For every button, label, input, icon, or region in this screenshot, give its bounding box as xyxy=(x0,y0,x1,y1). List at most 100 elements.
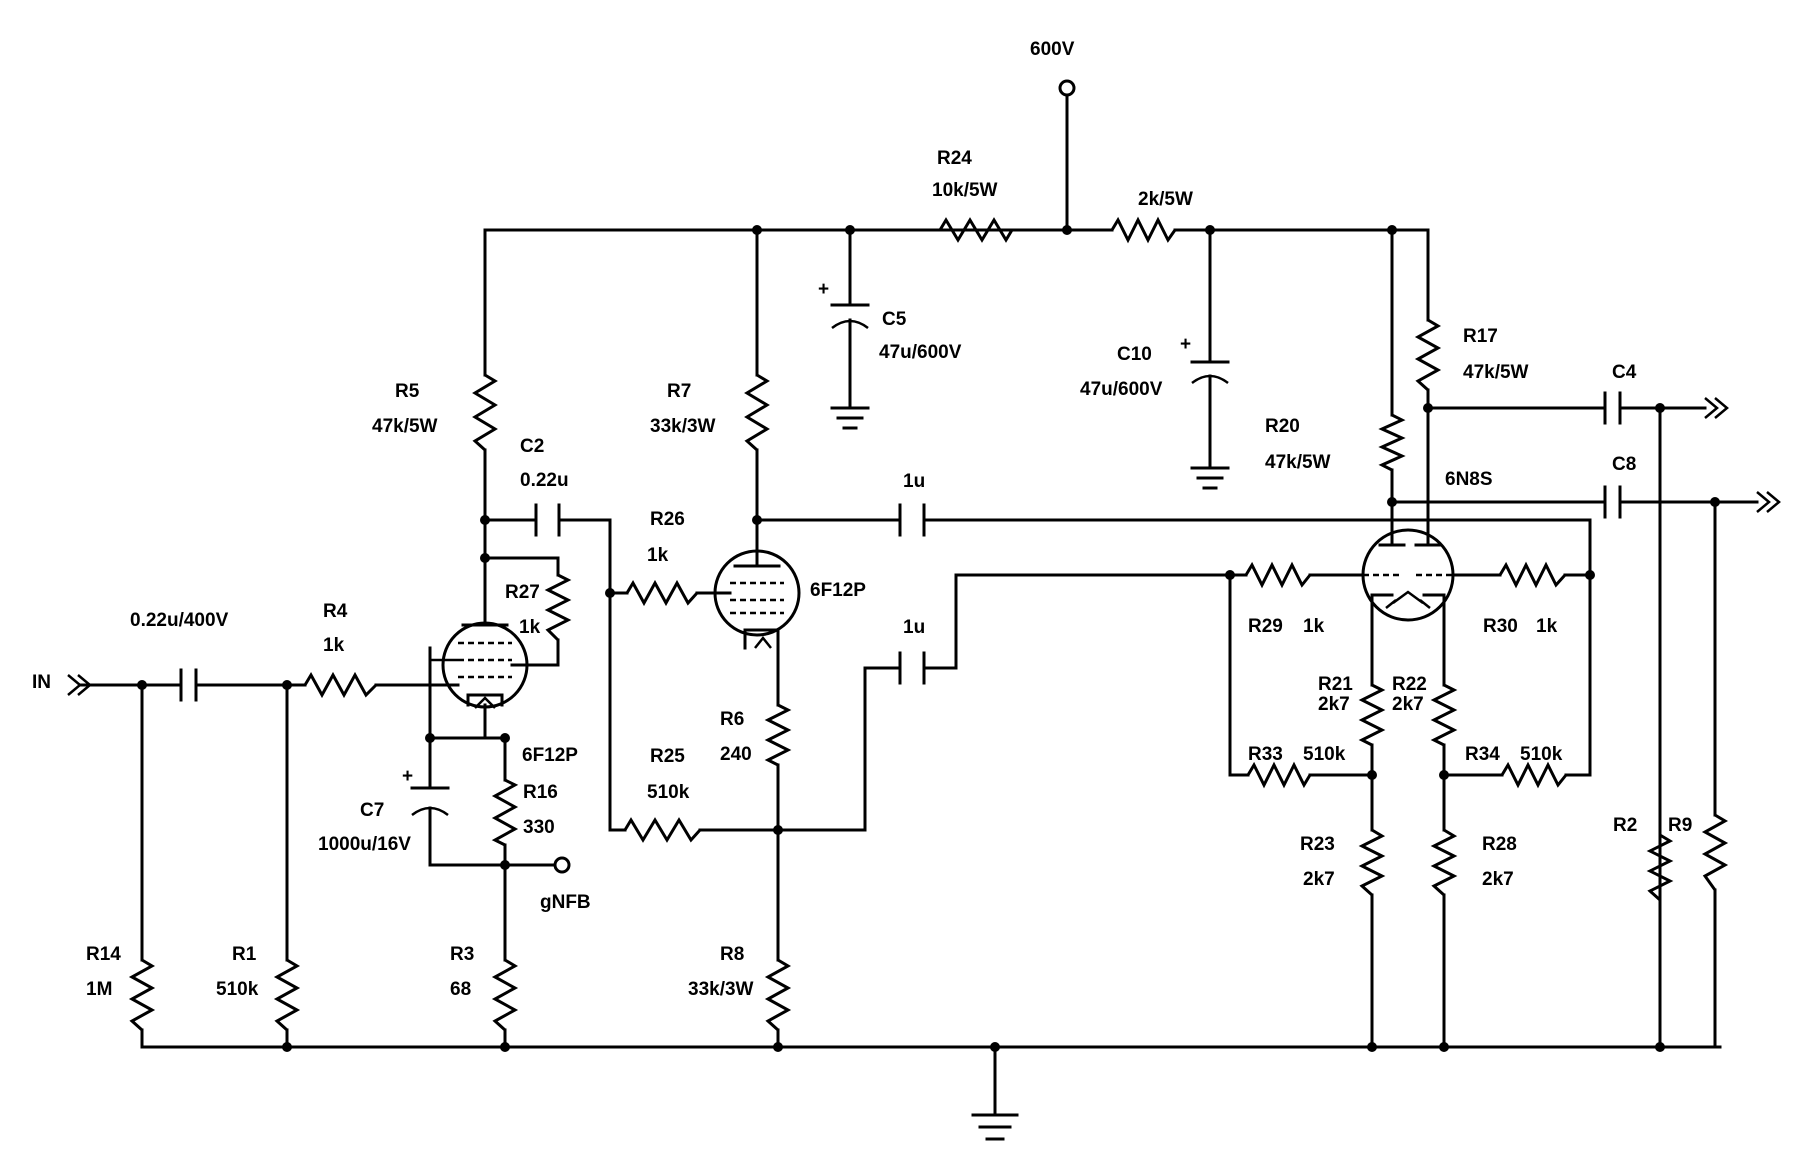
tube-v2 xyxy=(713,546,801,650)
r9-resistor xyxy=(1701,813,1729,891)
r1-label: R1 xyxy=(232,944,257,965)
r30-value: 1k xyxy=(1536,616,1558,637)
r5-resistor xyxy=(472,373,498,452)
r30-label: R30 xyxy=(1483,616,1518,637)
r7-resistor xyxy=(744,373,770,452)
r21-label: R21 xyxy=(1318,674,1353,695)
r27-value: 1k xyxy=(519,617,541,638)
cup-capacitor xyxy=(898,503,926,537)
gnfb-label: gNFB xyxy=(540,892,591,913)
r24-resistor xyxy=(938,217,1014,243)
r20-resistor xyxy=(1378,413,1406,472)
plus-c7: + xyxy=(402,766,413,787)
r28-resistor xyxy=(1430,828,1458,897)
rdrop-resistor xyxy=(1110,216,1177,244)
ground-symbol-main xyxy=(971,1113,1019,1141)
c10-value: 47u/600V xyxy=(1080,379,1163,400)
clow-capacitor xyxy=(898,651,926,685)
r22-value: 2k7 xyxy=(1392,694,1424,715)
r17-value: 47k/5W xyxy=(1463,362,1529,383)
resistors xyxy=(128,216,1729,1032)
r9-label: R9 xyxy=(1668,815,1692,836)
wires xyxy=(78,93,1722,1117)
r21-value: 2k7 xyxy=(1318,694,1350,715)
c7-label: C7 xyxy=(360,800,384,821)
r23-value: 2k7 xyxy=(1303,869,1335,890)
r6-resistor xyxy=(764,703,792,767)
r26-value: 1k xyxy=(647,545,669,566)
r33-label: R33 xyxy=(1248,744,1283,765)
c10-label: C10 xyxy=(1117,344,1152,365)
junction-dots xyxy=(137,225,1720,1052)
ground-symbol-c5 xyxy=(830,406,870,430)
r1-value: 510k xyxy=(216,979,259,1000)
r8-label: R8 xyxy=(720,944,744,965)
r29-value: 1k xyxy=(1303,616,1325,637)
tube1-label: 6F12P xyxy=(522,745,578,766)
r20-value: 47k/5W xyxy=(1265,452,1331,473)
r23-label: R23 xyxy=(1300,834,1335,855)
r24-value: 10k/5W xyxy=(932,180,998,201)
grounds xyxy=(830,406,1230,1141)
r34-resistor xyxy=(1500,761,1568,789)
gnfb-terminal xyxy=(553,856,571,874)
clow-value: 1u xyxy=(903,617,925,638)
vsupply-terminal xyxy=(1058,79,1076,97)
r17-label: R17 xyxy=(1463,326,1498,347)
r16-resistor xyxy=(491,778,519,847)
out2-arrow-icon xyxy=(1756,491,1781,513)
c5-capacitor xyxy=(830,276,870,342)
r25-value: 510k xyxy=(647,782,690,803)
cup-value: 1u xyxy=(903,471,925,492)
tube3-label: 6N8S xyxy=(1445,469,1493,490)
r25-resistor xyxy=(623,817,702,843)
c7-value: 1000u/16V xyxy=(318,834,411,855)
r33-value: 510k xyxy=(1303,744,1346,765)
cin-value: 0.22u/400V xyxy=(130,610,229,631)
rdrop-value: 2k/5W xyxy=(1138,189,1193,210)
plus-c10: + xyxy=(1180,334,1191,355)
r29-label: R29 xyxy=(1248,616,1283,637)
r14-label: R14 xyxy=(86,944,121,965)
r3-label: R3 xyxy=(450,944,474,965)
r4-resistor xyxy=(303,671,378,699)
r5-label: R5 xyxy=(395,381,420,402)
r3-value: 68 xyxy=(450,979,471,1000)
r8-resistor xyxy=(764,958,792,1032)
r34-value: 510k xyxy=(1520,744,1563,765)
r4-value: 1k xyxy=(323,635,345,656)
r14-resistor xyxy=(128,958,156,1032)
c8-label: C8 xyxy=(1612,454,1636,475)
labels: 600V R24 10k/5W 2k/5W + C5 47u/600V + C1… xyxy=(32,39,1692,1000)
r3-resistor xyxy=(491,958,519,1032)
r21-resistor xyxy=(1358,683,1386,747)
r33-resistor xyxy=(1246,761,1312,789)
c10-capacitor xyxy=(1190,348,1230,397)
r14-value: 1M xyxy=(86,979,112,1000)
r7-label: R7 xyxy=(667,381,691,402)
terminals xyxy=(67,79,1781,874)
r28-value: 2k7 xyxy=(1482,869,1514,890)
r4-label: R4 xyxy=(323,601,348,622)
c5-label: C5 xyxy=(882,309,907,330)
r6-value: 240 xyxy=(720,744,752,765)
r16-label: R16 xyxy=(523,782,558,803)
r30-resistor xyxy=(1498,561,1567,589)
in-arrow-icon xyxy=(67,674,92,696)
r26-label: R26 xyxy=(650,509,685,530)
r29-resistor xyxy=(1244,561,1312,589)
vsupply-label: 600V xyxy=(1030,39,1075,60)
r23-resistor xyxy=(1358,828,1386,897)
r27-label: R27 xyxy=(505,582,540,603)
r16-value: 330 xyxy=(523,817,555,838)
tube-v3 xyxy=(1361,528,1455,622)
r26-resistor xyxy=(625,579,699,607)
r6-label: R6 xyxy=(720,709,744,730)
capacitors xyxy=(179,276,1622,830)
tube-v1 xyxy=(428,621,532,709)
c2-value: 0.22u xyxy=(520,470,569,491)
ground-symbol-c10 xyxy=(1190,466,1230,490)
plus-c5: + xyxy=(818,279,829,300)
in-label: IN xyxy=(32,672,51,693)
c4-label: C4 xyxy=(1612,362,1637,383)
